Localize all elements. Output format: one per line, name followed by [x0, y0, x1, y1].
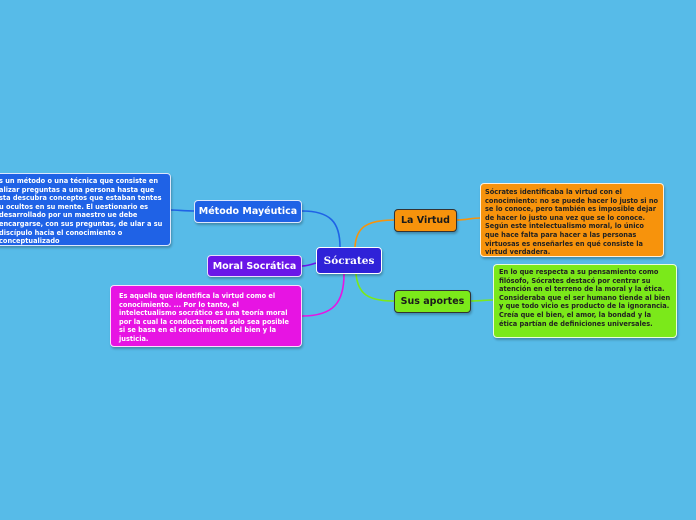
- link-center-virtud: [354, 219, 395, 248]
- note-moral-socratica[interactable]: Es aquella que identifica la virtud como…: [110, 285, 302, 347]
- link-aportes-note: [470, 299, 494, 302]
- note-moral-socratica-text: Es aquella que identifica la virtud como…: [119, 292, 289, 343]
- note-metodo-mayeutica[interactable]: s un método o una técnica que consiste e…: [0, 173, 171, 246]
- note-metodo-mayeutica-text: s un método o una técnica que consiste e…: [0, 177, 163, 246]
- link-center-moral: [301, 262, 317, 267]
- link-virtud-note: [456, 217, 481, 221]
- note-la-virtud[interactable]: Sócrates identificaba la virtud con el c…: [480, 183, 664, 257]
- topic-moral-socratica[interactable]: Moral Socrática: [207, 255, 302, 277]
- topic-la-virtud[interactable]: La Virtud: [394, 209, 457, 232]
- link-metodo-note: [170, 209, 195, 212]
- topic-metodo-mayeutica-label: Método Mayéutica: [198, 206, 298, 217]
- link-center-metodo: [301, 210, 341, 248]
- central-topic-socrates[interactable]: Sócrates: [316, 247, 382, 274]
- topic-sus-aportes-label: Sus aportes: [400, 296, 465, 307]
- topic-moral-socratica-label: Moral Socrática: [212, 260, 297, 272]
- topic-sus-aportes[interactable]: Sus aportes: [394, 290, 471, 313]
- note-sus-aportes-text: En lo que respecta a su pensamiento como…: [499, 268, 671, 328]
- link-center-moral-note: [301, 273, 345, 317]
- note-la-virtud-text: Sócrates identificaba la virtud con el c…: [485, 188, 659, 257]
- link-center-aportes: [355, 273, 395, 302]
- topic-la-virtud-label: La Virtud: [400, 215, 450, 226]
- note-sus-aportes[interactable]: En lo que respecta a su pensamiento como…: [493, 264, 677, 338]
- central-topic-label: Sócrates: [323, 254, 375, 267]
- topic-metodo-mayeutica[interactable]: Método Mayéutica: [194, 200, 302, 223]
